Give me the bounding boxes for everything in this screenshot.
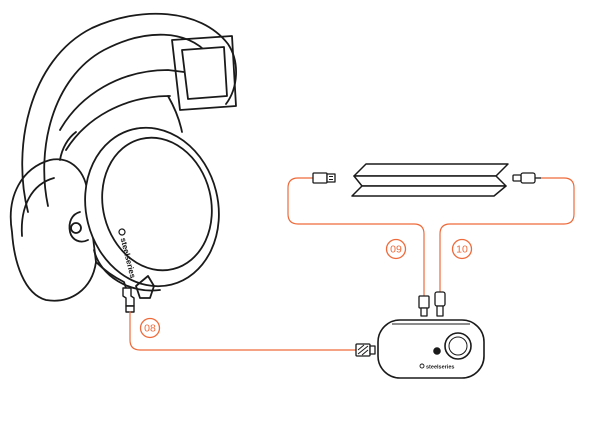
steelseries-logo-icon: [118, 228, 126, 236]
usb-connector: [312, 172, 336, 184]
yoke-arm: [167, 95, 183, 133]
ear-cup-plate: [101, 136, 213, 272]
microphone-tip: [70, 222, 82, 234]
steelseries-logo-icon: [419, 363, 425, 369]
headset-cable-port: [135, 275, 155, 299]
base-station-plugs: [418, 291, 446, 317]
cables: [129, 177, 575, 351]
headband-outer: [21, 12, 237, 213]
callout-badge: [385, 238, 407, 260]
callout-10-label: 10: [456, 244, 468, 256]
console-top: [353, 163, 509, 177]
usb-plug: [326, 173, 336, 183]
usb-cable-line: [287, 177, 425, 297]
headband-strap: [59, 69, 201, 131]
audio-plug-into-base: [434, 291, 446, 307]
callout-08-label: 08: [144, 323, 156, 335]
audio-plug-into-base-tip: [436, 305, 444, 317]
usb-connector-icon: [312, 172, 328, 184]
callout-badge: [139, 317, 161, 339]
headband-strap-edge: [65, 95, 171, 151]
usb-plug-into-base-tip: [420, 307, 428, 317]
ear-cushion-back-inner: [20, 177, 55, 237]
callout-badge: [451, 238, 473, 260]
base-station-brand: steelseries: [419, 363, 454, 371]
headband-slider: [171, 35, 237, 111]
base-station-button: [433, 347, 441, 355]
headband-slider-inner: [181, 46, 228, 100]
console-bottom: [351, 185, 507, 197]
ear-cup-rim: [93, 249, 161, 292]
audio-cable-line: [439, 177, 575, 297]
headset-cable-line: [129, 311, 357, 351]
microphone-boom: [68, 211, 89, 243]
headband-inner: [43, 33, 209, 207]
connector-tip: [125, 305, 135, 313]
callout-09-label: 09: [390, 244, 402, 256]
connector-tip: [369, 345, 376, 355]
console-connector: [512, 172, 541, 184]
headset-cable-connector: [355, 343, 376, 357]
callout-09: 09: [385, 238, 407, 260]
audio-jack-icon: [520, 172, 536, 184]
headset-connector: [122, 287, 135, 313]
callout-08: 08: [139, 317, 161, 339]
audio-jack-plug: [512, 174, 522, 182]
headset-illustration: [9, 12, 237, 302]
yoke-arm-back: [59, 131, 77, 161]
console-illustration: [351, 163, 509, 197]
usb-plug-into-base: [418, 295, 430, 309]
base-station-brand-label: steelseries: [426, 365, 454, 371]
base-station-illustration: [377, 319, 485, 379]
headset-cable: [95, 261, 127, 289]
console-middle: [353, 175, 507, 187]
base-station-dial-inner: [448, 336, 468, 356]
micro-usb-icon: [122, 287, 135, 307]
callout-10: 10: [451, 238, 473, 260]
